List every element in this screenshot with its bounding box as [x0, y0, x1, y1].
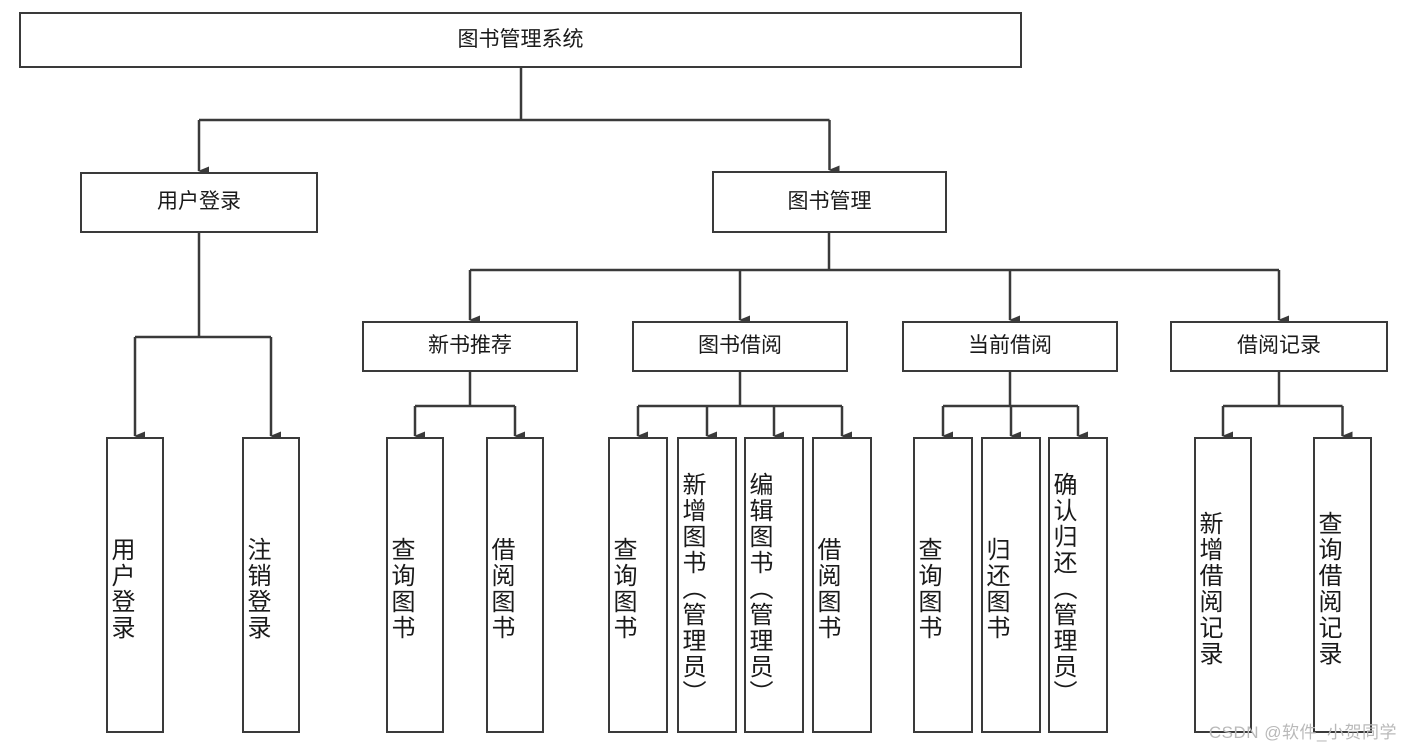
- node-label: 编辑图书（管理员）: [745, 472, 772, 706]
- node-label: 查询图书: [914, 537, 941, 641]
- node-leaf-add-record[interactable]: 新增借阅记录: [1194, 437, 1252, 733]
- node-label: 注销登录: [243, 537, 270, 641]
- node-label: 用户登录: [157, 190, 241, 214]
- node-leaf-query-2[interactable]: 查询图书: [608, 437, 668, 733]
- node-label: 查询借阅记录: [1314, 511, 1341, 667]
- node-leaf-edit-book[interactable]: 编辑图书（管理员）: [744, 437, 804, 733]
- node-book-borrow[interactable]: 图书借阅: [632, 321, 848, 372]
- node-leaf-query-1[interactable]: 查询图书: [386, 437, 444, 733]
- node-new-book-rec[interactable]: 新书推荐: [362, 321, 578, 372]
- node-book-manage[interactable]: 图书管理: [712, 171, 947, 233]
- node-user-login[interactable]: 用户登录: [80, 172, 318, 233]
- node-label: 查询图书: [387, 537, 414, 641]
- node-leaf-return[interactable]: 归还图书: [981, 437, 1041, 733]
- node-label: 新增图书（管理员）: [678, 472, 705, 706]
- node-leaf-borrow-2[interactable]: 借阅图书: [812, 437, 872, 733]
- node-label: 图书管理系统: [457, 27, 584, 51]
- node-leaf-borrow-1[interactable]: 借阅图书: [486, 437, 544, 733]
- node-label: 图书借阅: [698, 334, 782, 358]
- node-leaf-logout[interactable]: 注销登录: [242, 437, 300, 733]
- node-label: 图书管理: [787, 189, 872, 213]
- node-label: 归还图书: [982, 537, 1009, 641]
- node-leaf-qry-record[interactable]: 查询借阅记录: [1313, 437, 1372, 733]
- node-label: 确认归还（管理员）: [1049, 472, 1076, 706]
- node-label: 借阅图书: [487, 537, 514, 641]
- node-leaf-confirm[interactable]: 确认归还（管理员）: [1048, 437, 1108, 733]
- node-label: 用户登录: [107, 537, 134, 641]
- connector-lines: [133, 68, 1353, 441]
- node-label: 查询图书: [609, 537, 636, 641]
- node-leaf-user-login[interactable]: 用户登录: [106, 437, 164, 733]
- node-label: 借阅图书: [813, 537, 840, 641]
- node-label: 当前借阅: [968, 334, 1052, 358]
- node-current-borrow[interactable]: 当前借阅: [902, 321, 1118, 372]
- watermark-text: CSDN @软件_小贺同学: [1208, 723, 1397, 742]
- node-borrow-record[interactable]: 借阅记录: [1170, 321, 1388, 372]
- node-label: 新书推荐: [428, 334, 512, 358]
- node-label: 新增借阅记录: [1195, 511, 1222, 667]
- node-leaf-add-book[interactable]: 新增图书（管理员）: [677, 437, 737, 733]
- node-root[interactable]: 图书管理系统: [19, 12, 1022, 68]
- node-leaf-query-3[interactable]: 查询图书: [913, 437, 973, 733]
- node-label: 借阅记录: [1237, 334, 1321, 358]
